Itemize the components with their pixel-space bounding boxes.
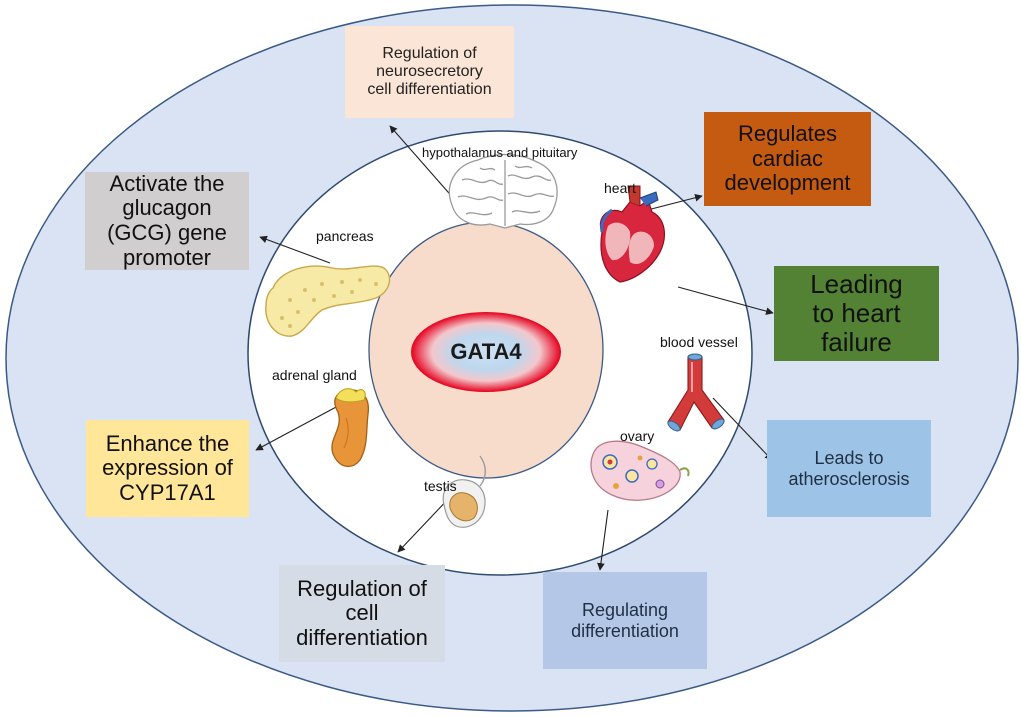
arrow-heart-failure (677, 286, 774, 315)
label-pancreas: pancreas (316, 228, 374, 244)
blood-vessel-icon (667, 353, 725, 432)
label-blood-vessel: blood vessel (660, 334, 738, 350)
arrow-glucagon (259, 235, 331, 264)
label-ovary: ovary (620, 428, 655, 444)
box-cyp17a1-expression: Enhance the expression of CYP17A1 (86, 420, 249, 517)
box-regulating-differentiation: Regulating differentiation (543, 572, 707, 669)
arrow-neurosecretory (389, 125, 456, 201)
adrenal-gland-icon (331, 388, 370, 467)
label-testis: testis (424, 478, 457, 494)
arrow-regulating-differentiation (597, 509, 609, 571)
box-atherosclerosis: Leads to atherosclerosis (767, 420, 931, 517)
label-hypothalamus-pituitary: hypothalamus and pituitary (422, 145, 578, 160)
label-heart: heart (604, 180, 636, 196)
arrow-cell-differentiation (397, 494, 453, 553)
box-cardiac-development: Regulates cardiac development (704, 112, 871, 206)
box-glucagon-promoter: Activate the glucagon (GCG) gene promote… (85, 171, 249, 270)
ovary-icon (590, 440, 690, 501)
box-neurosecretory-differentiation: Regulation of neurosecretory cell differ… (345, 26, 514, 118)
heart-icon (599, 185, 666, 283)
gata4-ellipse (411, 312, 561, 392)
label-adrenal-gland: adrenal gland (272, 367, 357, 383)
gata4-label: GATA4 (450, 339, 522, 364)
testis-icon (442, 455, 486, 528)
pancreas-icon (265, 265, 391, 337)
box-heart-failure: Leading to heart failure (774, 266, 939, 361)
brain-icon (448, 153, 558, 229)
arrow-cyp17a1 (255, 405, 339, 451)
arrow-atherosclerosis (712, 397, 773, 461)
box-cell-differentiation: Regulation of cell differentiation (279, 565, 445, 662)
